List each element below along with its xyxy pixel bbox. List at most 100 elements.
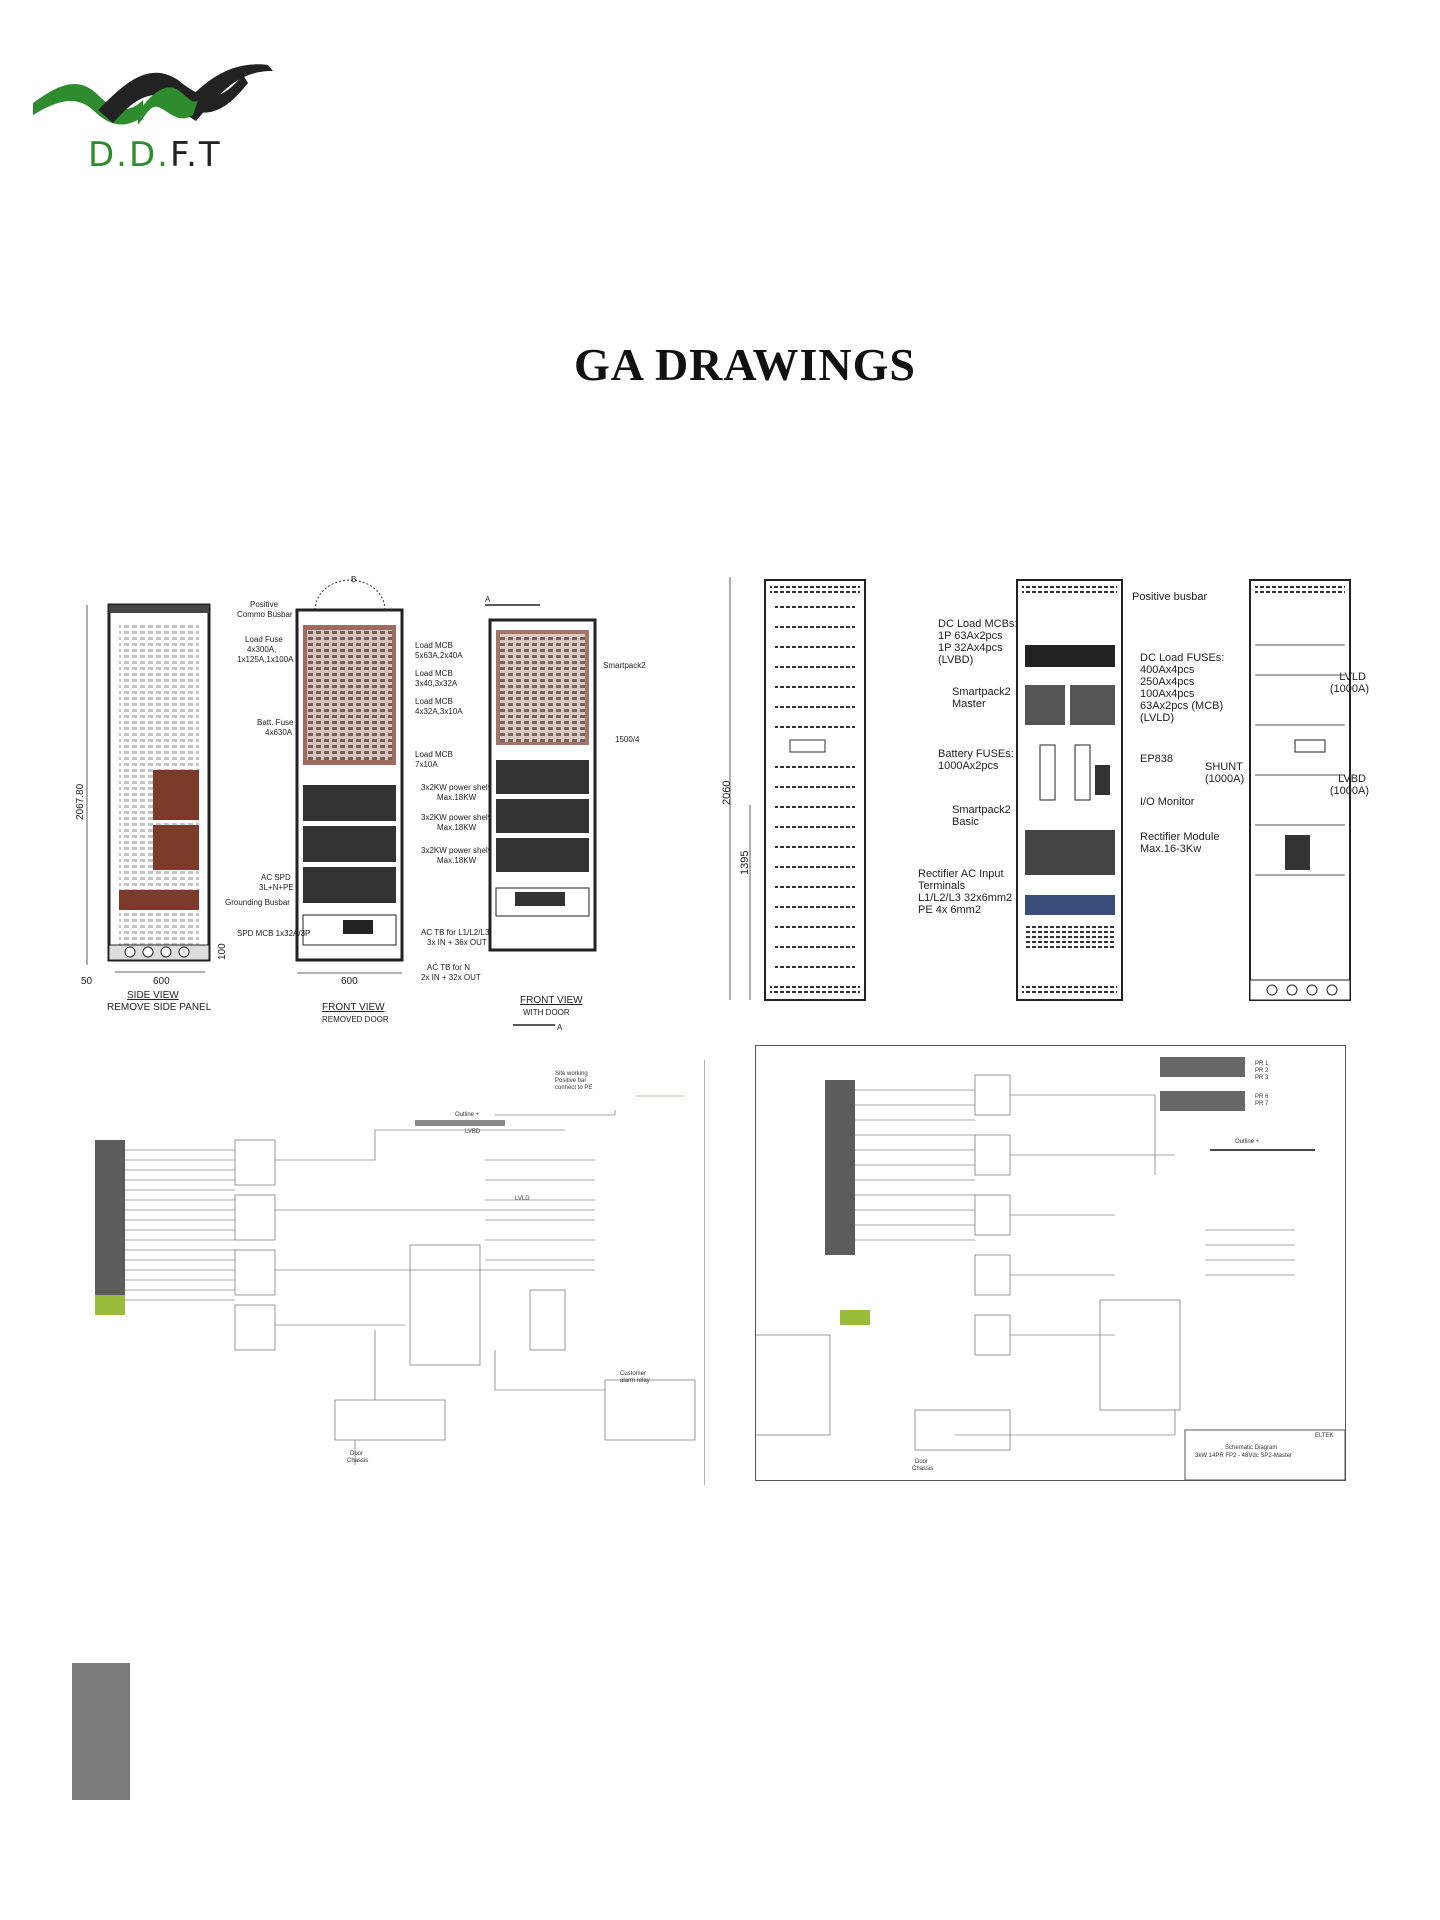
svg-text:I/O Monitor: I/O Monitor (1140, 796, 1195, 808)
svg-text:2x IN + 32x OUT: 2x IN + 32x OUT (421, 973, 481, 982)
front-view-label: FRONT VIEW (322, 1002, 385, 1013)
svg-text:3x2KW power shelves: 3x2KW power shelves (421, 813, 500, 822)
svg-text:AC TB for L1/L2/L3: AC TB for L1/L2/L3 (421, 928, 490, 937)
front-view-left-callouts: Positive Commo Busbar Load Fuse 4x300A, … (225, 600, 310, 938)
ga-drawing-rack-elevation: 2060 1395 DC Load MCBs: 1P 63Ax2pcs 1P 3… (720, 565, 1370, 1010)
svg-text:EP838: EP838 (1140, 753, 1173, 765)
svg-text:PR 1: PR 1 (1255, 1061, 1269, 1067)
svg-text:Schematic Diagram: Schematic Diagram (1225, 1445, 1277, 1451)
svg-text:Max.18KW: Max.18KW (437, 856, 477, 865)
svg-text:Door: Door (915, 1459, 928, 1465)
svg-text:Positive busbar: Positive busbar (1132, 591, 1208, 603)
svg-text:3x2KW power shelves: 3x2KW power shelves (421, 846, 500, 855)
page-marker-block (72, 1663, 130, 1800)
svg-text:Batt. Fuse: Batt. Fuse (257, 718, 294, 727)
svg-text:Smartpack2: Smartpack2 (952, 686, 1011, 698)
dim-100: 100 (217, 943, 228, 960)
svg-text:(1000A): (1000A) (1205, 773, 1244, 785)
svg-text:Rectifier Module: Rectifier Module (1140, 831, 1219, 843)
svg-text:A: A (557, 1023, 563, 1032)
svg-text:7x10A: 7x10A (415, 760, 438, 769)
svg-text:3L+N+PE: 3L+N+PE (259, 883, 294, 892)
svg-text:Max.16-3Kw: Max.16-3Kw (1140, 843, 1201, 855)
svg-text:Load MCB: Load MCB (415, 641, 453, 650)
svg-text:1P 63Ax2pcs: 1P 63Ax2pcs (938, 630, 1003, 642)
svg-text:1500/4: 1500/4 (615, 735, 640, 744)
front-view-with-door: Smartpack2 1500/4 FRONT VIEW WITH DOOR A… (485, 595, 646, 1032)
svg-text:PR 6: PR 6 (1255, 1094, 1269, 1100)
svg-text:5x63A,2x40A: 5x63A,2x40A (415, 651, 463, 660)
svg-text:3x IN + 36x OUT: 3x IN + 36x OUT (427, 938, 487, 947)
svg-text:Door: Door (350, 1451, 363, 1457)
brand-logo: D.D.F.T (28, 55, 298, 185)
svg-text:LVLD: LVLD (1339, 671, 1366, 683)
svg-text:Commo Busbar: Commo Busbar (237, 610, 293, 619)
svg-text:Load MCB: Load MCB (415, 669, 453, 678)
side-view-cabinet: 600 50 100 SIDE VIEW REMOVE SIDE PANEL (81, 603, 228, 1013)
svg-text:Outline +: Outline + (455, 1112, 480, 1118)
svg-text:FRONT VIEW: FRONT VIEW (520, 995, 583, 1006)
svg-text:63Ax2pcs (MCB): 63Ax2pcs (MCB) (1140, 700, 1223, 712)
svg-text:Rectifier AC Input: Rectifier AC Input (918, 868, 1004, 880)
svg-text:4x630A: 4x630A (265, 728, 293, 737)
svg-text:SHUNT: SHUNT (1205, 761, 1243, 773)
svg-text:(LVBD): (LVBD) (938, 654, 973, 666)
svg-text:Max.18KW: Max.18KW (437, 823, 477, 832)
svg-text:Outline +: Outline + (1235, 1139, 1260, 1145)
svg-text:Master: Master (952, 698, 986, 710)
svg-text:LVBD: LVBD (1338, 773, 1366, 785)
schematic-2-svg: PR 1 PR 2 PR 3 PR 6 PR 7 Outline + Schem… (755, 1045, 1346, 1481)
rack-internals (1016, 579, 1123, 1001)
brand-text-green: D.D. (88, 135, 170, 175)
svg-text:Smartpack2: Smartpack2 (952, 804, 1011, 816)
svg-text:(1000A): (1000A) (1330, 785, 1369, 797)
rack-right-callouts: Positive busbar DC Load FUSEs: 400Ax4pcs… (1132, 591, 1224, 855)
svg-text:Customer: Customer (620, 1371, 646, 1377)
svg-text:DC Load MCBs:: DC Load MCBs: (938, 618, 1017, 630)
ga-drawing-cabinet-layout: 2067.80 600 50 100 SIDE VIEW REMOVE SIDE… (75, 570, 675, 1040)
cabinet-layout-svg: 2067.80 600 50 100 SIDE VIEW REMOVE SIDE… (75, 575, 646, 1032)
front-view-right-callouts: Load MCB 5x63A,2x40A Load MCB 3x40,3x32A… (415, 641, 500, 982)
rack-elevation-svg: 2060 1395 DC Load MCBs: 1P 63Ax2pcs 1P 3… (721, 577, 1369, 1001)
svg-text:Load Fuse: Load Fuse (245, 635, 283, 644)
svg-text:DC Load FUSEs:: DC Load FUSEs: (1140, 652, 1224, 664)
svg-text:Positive bar: Positive bar (555, 1078, 586, 1084)
svg-text:2060: 2060 (721, 781, 733, 805)
svg-text:WITH DOOR: WITH DOOR (523, 1008, 570, 1017)
svg-text:Load MCB: Load MCB (415, 697, 453, 706)
svg-text:Max.18KW: Max.18KW (437, 793, 477, 802)
rack-with-door (764, 579, 866, 1001)
dim-height: 2067.80 (75, 783, 86, 820)
svg-text:(1000A): (1000A) (1330, 683, 1369, 695)
front-view-removed-door: 600 FRONT VIEW REMOVED DOOR B (295, 575, 404, 1024)
ga-drawing-schematic-1: Site working Positive bar connect to PE … (75, 1060, 705, 1485)
side-view-sublabel: REMOVE SIDE PANEL (107, 1002, 212, 1013)
svg-text:Grounding Busbar: Grounding Busbar (225, 898, 290, 907)
svg-text:Chassis: Chassis (912, 1466, 933, 1472)
svg-text:alarm relay: alarm relay (620, 1378, 650, 1384)
svg-text:4x32A,3x10A: 4x32A,3x10A (415, 707, 463, 716)
page-title: GA DRAWINGS (573, 339, 916, 390)
rack-side-view: LVLD (1000A) SHUNT (1000A) LVBD (1000A) (1205, 579, 1369, 1001)
svg-text:100Ax4pcs: 100Ax4pcs (1140, 688, 1195, 700)
svg-text:PR 3: PR 3 (1255, 1075, 1269, 1081)
svg-text:PE 4x 6mm2: PE 4x 6mm2 (918, 904, 981, 916)
svg-text:Battery FUSEs:: Battery FUSEs: (938, 748, 1014, 760)
svg-text:PR 7: PR 7 (1255, 1101, 1269, 1107)
svg-text:L1/L2/L3 32x6mm2: L1/L2/L3 32x6mm2 (918, 892, 1012, 904)
svg-text:3x2KW power shelves: 3x2KW power shelves (421, 783, 500, 792)
brand-text-dark: F.T (169, 135, 222, 175)
svg-text:Load MCB: Load MCB (415, 750, 453, 759)
svg-text:A: A (485, 595, 491, 604)
front-view-sublabel: REMOVED DOOR (322, 1015, 389, 1024)
section-b: B (351, 575, 356, 584)
svg-text:LVLD: LVLD (515, 1196, 530, 1202)
wave-logo-icon (33, 64, 273, 125)
svg-text:SPD MCB 1x32A/3P: SPD MCB 1x32A/3P (237, 929, 310, 938)
svg-text:Basic: Basic (952, 816, 979, 828)
svg-text:AC SPD: AC SPD (261, 873, 291, 882)
svg-text:(LVLD): (LVLD) (1140, 712, 1174, 724)
svg-text:Site working: Site working (555, 1071, 588, 1077)
ga-drawing-schematic-2: PR 1 PR 2 PR 3 PR 6 PR 7 Outline + Schem… (755, 1045, 1355, 1490)
svg-text:1000Ax2pcs: 1000Ax2pcs (938, 760, 999, 772)
